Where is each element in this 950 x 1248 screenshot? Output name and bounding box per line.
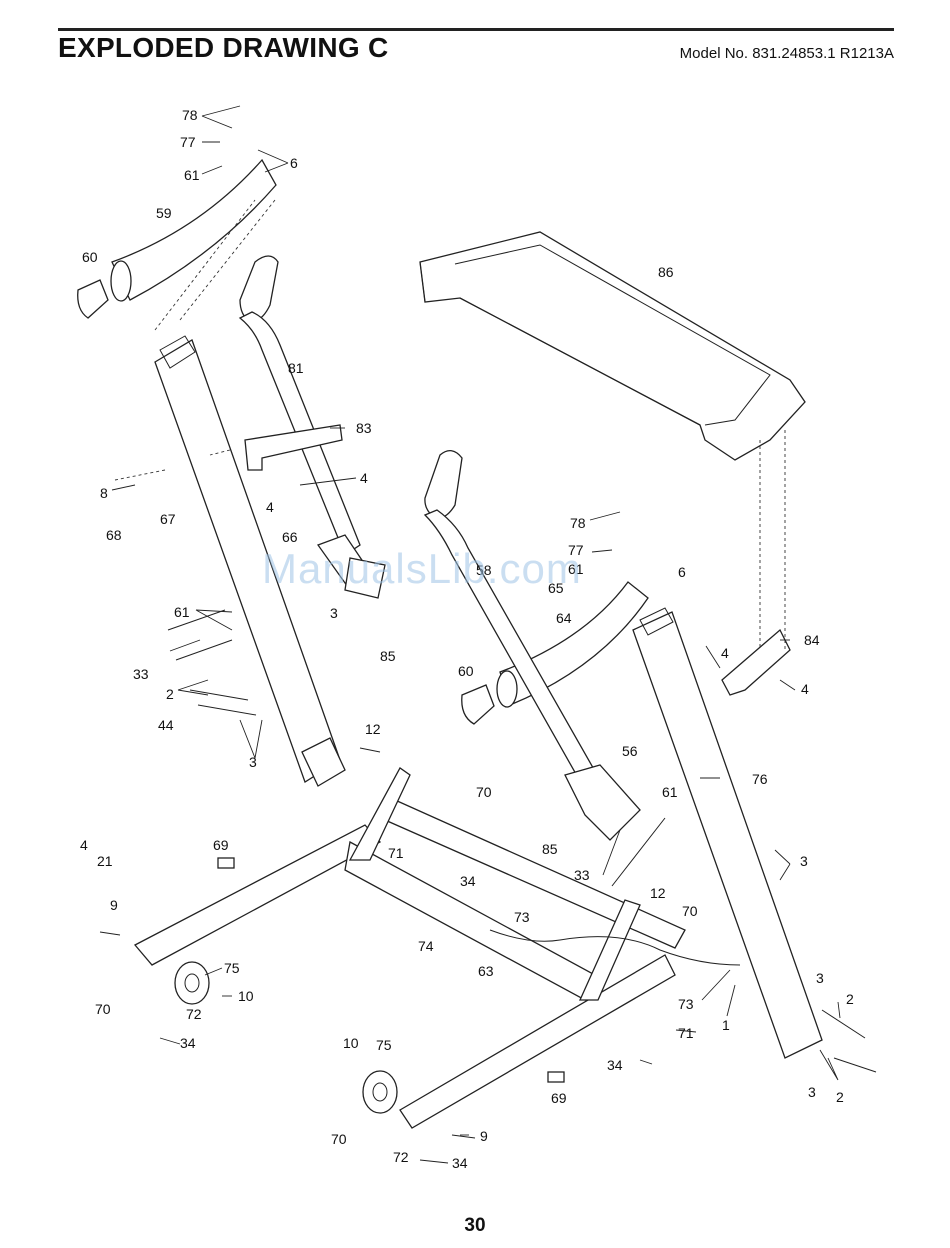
callout-3e: 3 [808,1084,816,1100]
callout-34b: 34 [180,1035,196,1051]
callout-77: 77 [180,134,196,150]
callout-34a: 34 [460,873,476,889]
page-number: 30 [0,1215,950,1237]
callout-4a: 4 [360,470,368,486]
callout-75a: 75 [224,960,240,976]
callout-2a: 2 [166,686,174,702]
callout-61c: 61 [174,604,190,620]
callout-68: 68 [106,527,122,543]
callout-74: 74 [418,938,434,954]
callout-44: 44 [158,717,174,733]
callout-6: 6 [290,155,298,171]
callout-61d: 61 [662,784,678,800]
callout-1: 1 [722,1017,730,1033]
callout-10b: 10 [343,1035,359,1051]
callout-3a: 3 [330,605,338,621]
decal-left [218,858,234,868]
callout-33a: 33 [133,666,149,682]
callout-73a: 73 [514,909,530,925]
callout-8: 8 [100,485,108,501]
right-handlebar [425,451,640,840]
callout-85b: 85 [542,841,558,857]
callout-9a: 9 [110,897,118,913]
callout-72b: 72 [393,1149,409,1165]
callout-61: 61 [184,167,200,183]
callout-60: 60 [82,249,98,265]
callout-4c: 4 [721,645,729,661]
callout-71b: 71 [678,1025,694,1041]
callout-70d: 70 [331,1131,347,1147]
callout-12a: 12 [365,721,381,737]
callout-34c: 34 [607,1057,623,1073]
callout-10a: 10 [238,988,254,1004]
callout-76: 76 [752,771,768,787]
callout-2c: 2 [836,1089,844,1105]
callout-59: 59 [156,205,172,221]
watermark: ManualsLib.com [262,545,582,593]
callout-3b: 3 [249,754,257,770]
callout-4d: 4 [801,681,809,697]
right-bracket [722,630,790,695]
callout-78: 78 [182,107,198,123]
callout-73b: 73 [678,996,694,1012]
callout-84: 84 [804,632,820,648]
callout-3d: 3 [816,970,824,986]
wheel-right [363,1071,397,1113]
callout-70a: 70 [476,784,492,800]
callout-33b: 33 [574,867,590,883]
callout-71a: 71 [388,845,404,861]
callout-69b: 69 [551,1090,567,1106]
callout-4b: 4 [266,499,274,515]
callout-67: 67 [160,511,176,527]
wheel-left [175,962,209,1004]
callout-75b: 75 [376,1037,392,1053]
console-hood [420,232,805,460]
callout-81: 81 [288,360,304,376]
callout-63: 63 [478,963,494,979]
callout-85a: 85 [380,648,396,664]
callout-21: 21 [97,853,113,869]
callout-6b: 6 [678,564,686,580]
callout-78b: 78 [570,515,586,531]
callout-83: 83 [356,420,372,436]
callout-9b: 9 [480,1128,488,1144]
callout-70c: 70 [95,1001,111,1017]
callout-2b: 2 [846,991,854,1007]
callout-56: 56 [622,743,638,759]
callout-70b: 70 [682,903,698,919]
callout-12b: 12 [650,885,666,901]
callout-34d: 34 [452,1155,468,1171]
callout-3c: 3 [800,853,808,869]
callout-4e: 4 [80,837,88,853]
callout-60b: 60 [458,663,474,679]
callout-72a: 72 [186,1006,202,1022]
callout-64: 64 [556,610,572,626]
callout-86: 86 [658,264,674,280]
callout-66: 66 [282,529,298,545]
decal-right [548,1072,564,1082]
callout-69a: 69 [213,837,229,853]
